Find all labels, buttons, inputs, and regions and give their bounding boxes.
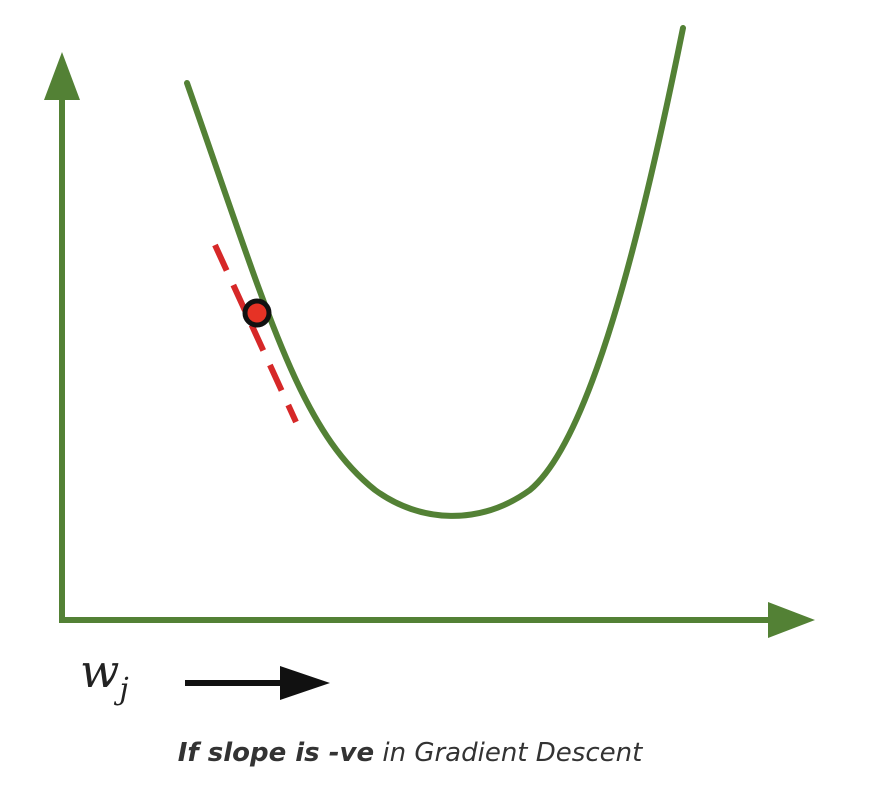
x-axis-arrowhead [768, 602, 815, 638]
caption-rest: in Gradient Descent [374, 738, 643, 768]
current-point [242, 298, 272, 328]
loss-curve [184, 25, 686, 519]
caption: If slope is -ve in Gradient Descent [0, 738, 820, 768]
x-variable-base: w [80, 644, 120, 698]
x-variable-label: wj [80, 648, 129, 705]
y-axis-arrowhead [44, 52, 80, 100]
tangent-line [212, 243, 299, 424]
x-variable-subscript: j [119, 672, 129, 707]
caption-bold: If slope is -ve [177, 738, 375, 768]
direction-arrowhead [280, 666, 330, 700]
